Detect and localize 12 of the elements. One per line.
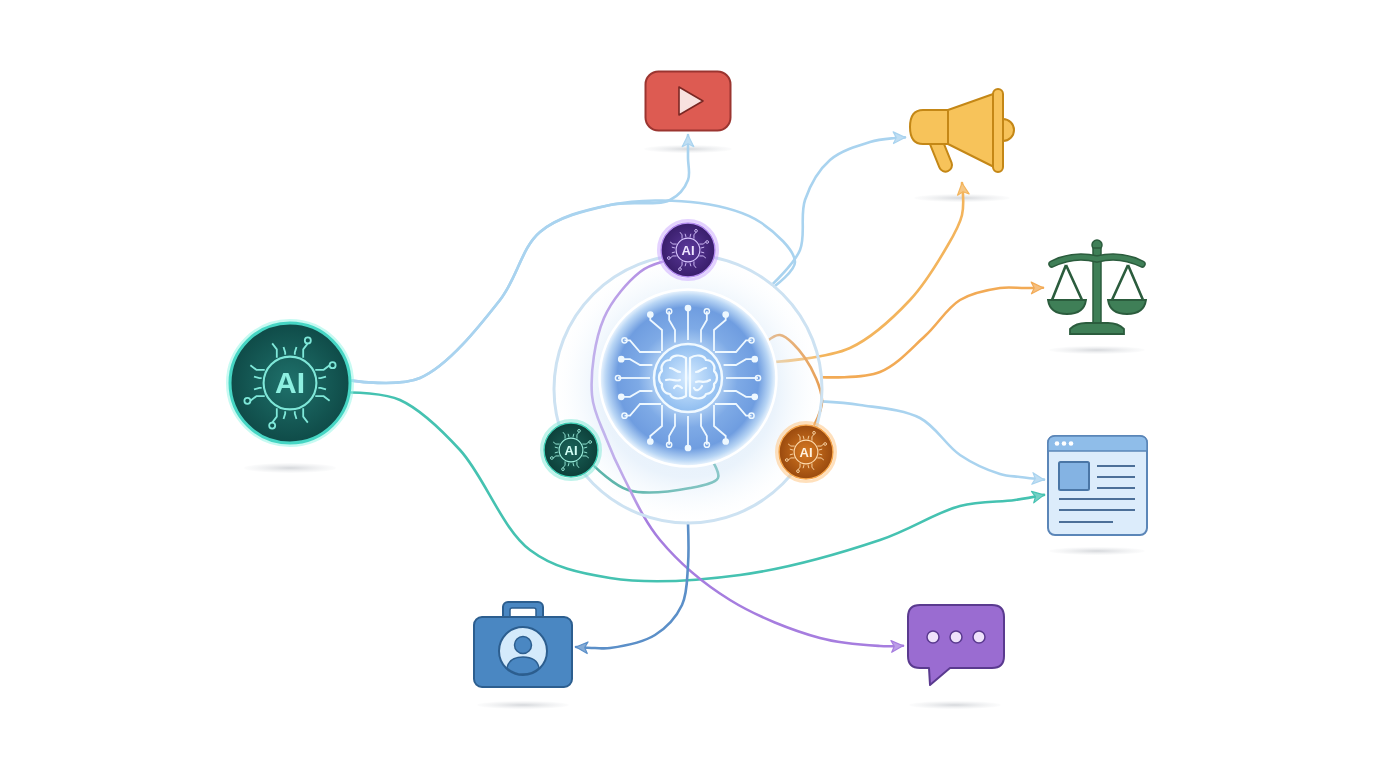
- arrow: [770, 131, 907, 286]
- ai-label: AI: [681, 243, 695, 257]
- webpage-icon: [1047, 435, 1148, 536]
- arrow: [820, 400, 1046, 485]
- video-play-icon: [644, 70, 732, 132]
- briefcase-person-icon: [473, 600, 573, 688]
- ai-label: AI: [799, 445, 813, 459]
- arrow: [349, 391, 1046, 583]
- scales-icon: [1046, 238, 1148, 336]
- ai-label: AI: [275, 368, 305, 398]
- chat-bubble-icon: [906, 603, 1006, 687]
- ai-label: AI: [564, 443, 578, 457]
